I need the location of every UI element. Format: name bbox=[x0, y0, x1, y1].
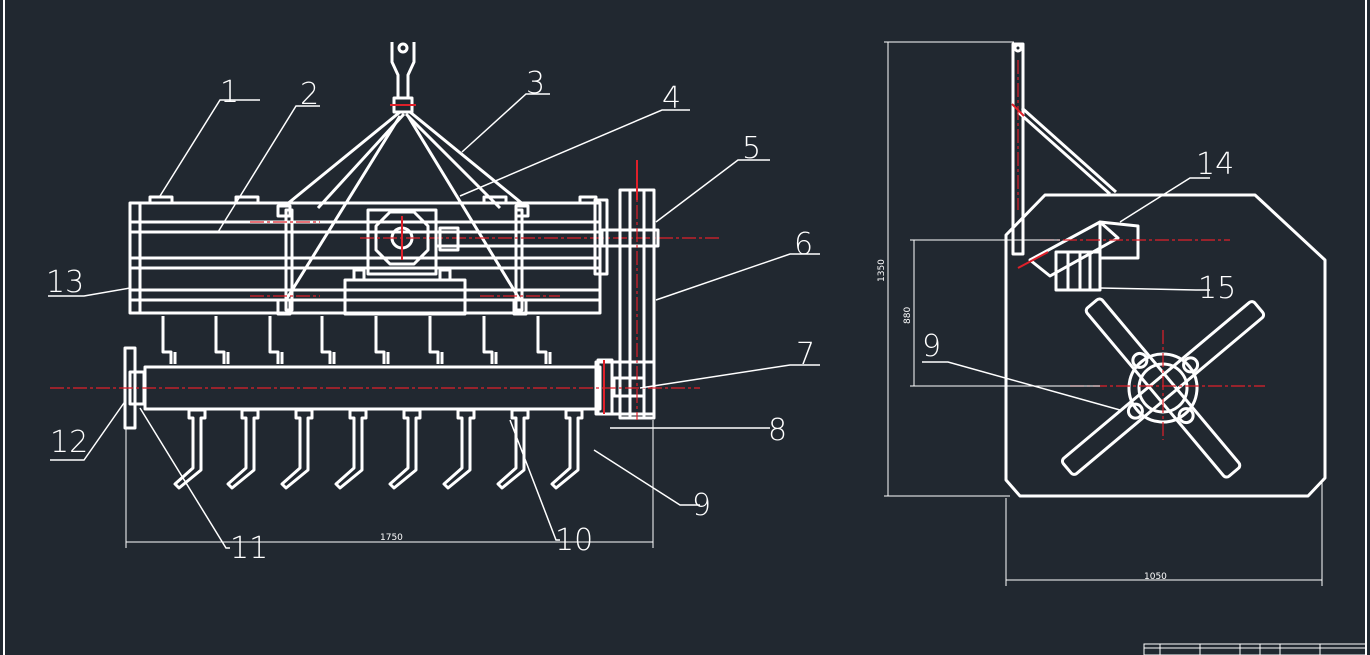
housing bbox=[1004, 193, 1327, 498]
side-rotor bbox=[1060, 297, 1266, 479]
label-5: 5 bbox=[742, 131, 761, 166]
hitch bbox=[390, 42, 416, 114]
tine bbox=[226, 408, 260, 490]
tine bbox=[173, 408, 207, 490]
dim-1750-text: 1750 bbox=[380, 533, 403, 543]
dim-880-text: 880 bbox=[903, 307, 913, 324]
tine-holder bbox=[320, 316, 336, 364]
label-12: 12 bbox=[50, 425, 88, 460]
label-9-side: 9 bbox=[922, 329, 941, 364]
label-1: 1 bbox=[220, 75, 239, 110]
tine-holder bbox=[161, 316, 177, 364]
side-gearbox bbox=[1017, 220, 1230, 292]
dim-1750: 1750 bbox=[125, 420, 654, 548]
label-7: 7 bbox=[796, 337, 815, 372]
mast bbox=[1011, 42, 1117, 256]
dim-1050-text: 1050 bbox=[1144, 572, 1167, 582]
labels-front: 1 2 3 4 5 6 7 8 9 10 11 12 13 bbox=[46, 66, 815, 566]
gearbox bbox=[343, 208, 720, 316]
tine bbox=[442, 408, 476, 490]
tine bbox=[280, 408, 314, 490]
tine bbox=[388, 408, 422, 490]
side-view: 1350 880 1050 14 15 9 bbox=[877, 41, 1327, 586]
front-view: 1750 bbox=[50, 42, 720, 548]
label-11: 11 bbox=[230, 531, 268, 566]
tine-holder bbox=[214, 316, 230, 364]
label-2: 2 bbox=[300, 77, 319, 112]
label-6: 6 bbox=[794, 227, 813, 262]
frame bbox=[128, 195, 602, 316]
tine bbox=[550, 408, 584, 490]
label-15: 15 bbox=[1198, 271, 1236, 306]
side-dimensions: 1350 880 1050 bbox=[877, 41, 1323, 586]
label-8: 8 bbox=[768, 413, 787, 448]
tine-holders bbox=[161, 316, 552, 364]
dim-1350-text: 1350 bbox=[877, 259, 887, 282]
label-10: 10 bbox=[555, 523, 593, 558]
label-4: 4 bbox=[662, 81, 681, 116]
tines bbox=[173, 408, 584, 490]
label-9: 9 bbox=[692, 488, 711, 523]
rotor-shaft bbox=[50, 346, 700, 430]
label-3: 3 bbox=[526, 66, 545, 101]
label-14: 14 bbox=[1196, 147, 1234, 182]
tine-holder bbox=[536, 316, 552, 364]
tine-holder bbox=[482, 316, 498, 364]
leaders-front bbox=[48, 93, 820, 549]
tine bbox=[496, 408, 530, 490]
tine-holder bbox=[428, 316, 444, 364]
tine bbox=[334, 408, 368, 490]
tine-holder bbox=[374, 316, 390, 364]
label-13: 13 bbox=[46, 265, 84, 300]
title-block bbox=[1143, 643, 1367, 655]
tine-holder bbox=[268, 316, 284, 364]
